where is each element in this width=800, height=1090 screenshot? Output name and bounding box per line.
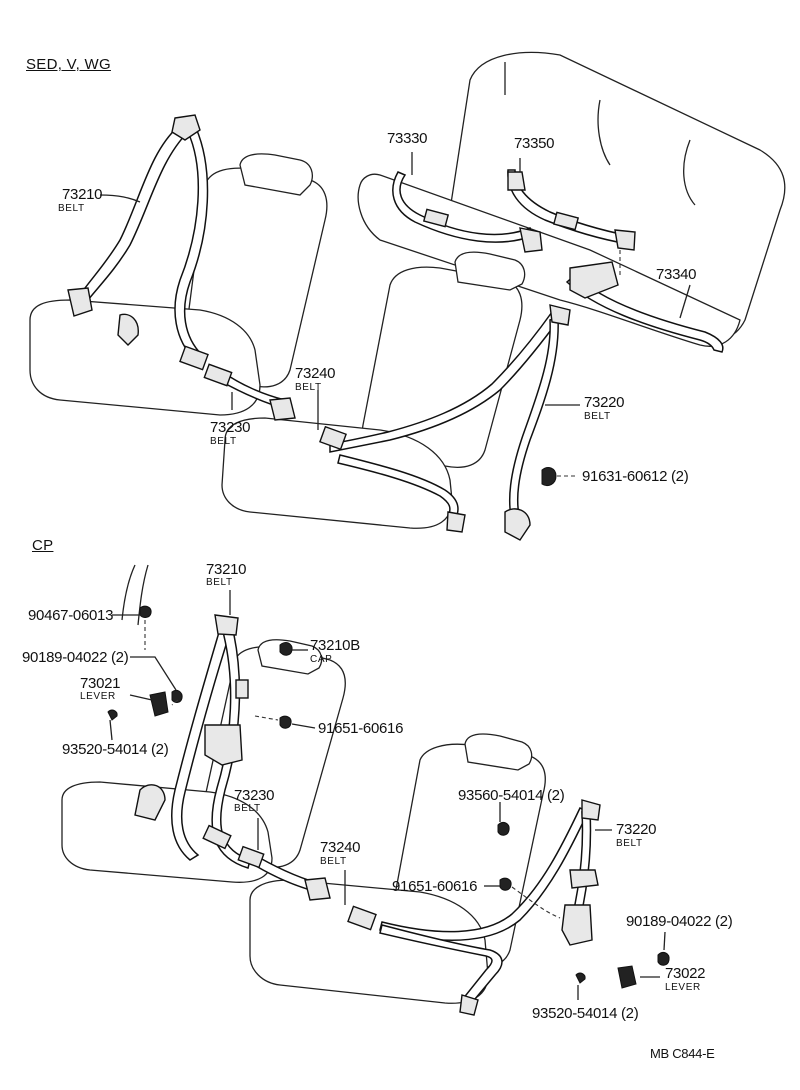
part-name-cp-73210b: CAP: [310, 654, 333, 665]
part-number-cp-91651-upper: 91651-60616: [318, 720, 404, 737]
part-number-cp-73240: 73240: [320, 839, 361, 856]
part-name-sed-73210: BELT: [58, 203, 85, 214]
leader-cp-93520-left: [109, 719, 113, 741]
cp-belt-73220: [237, 799, 670, 1016]
part-number-cp-93520-right: 93520-54014 (2): [532, 1005, 639, 1022]
part-number-sed-73220: 73220: [584, 394, 625, 411]
part-number-cp-93560: 93560-54014 (2): [458, 787, 565, 804]
leader-sed-73210: [99, 194, 141, 203]
part-number-sed-91631: 91631-60612 (2): [582, 468, 689, 485]
part-name-cp-73230: BELT: [234, 803, 261, 814]
leader-cp-90189-right: [663, 931, 666, 951]
part-number-sed-73210: 73210: [62, 186, 103, 203]
section-title-sed: SED, V, WG: [26, 56, 111, 73]
leader-cp-90189-left: [130, 656, 177, 691]
part-number-cp-73022: 73022: [665, 965, 706, 982]
sed-front-right-belt: [203, 304, 578, 541]
part-number-sed-73230: 73230: [210, 419, 251, 436]
front-left-seat: [29, 153, 328, 416]
leader-sed-73340: [679, 284, 691, 319]
diagram-code: MB C844-E: [650, 1046, 715, 1061]
part-number-sed-73340: 73340: [656, 266, 697, 283]
cp-belt-73210: [107, 605, 293, 869]
part-name-cp-73022: LEVER: [665, 982, 701, 993]
leader-cp-91651-upper: [291, 723, 316, 729]
part-number-cp-73210: 73210: [206, 561, 247, 578]
part-number-cp-73210b: 73210B: [310, 637, 360, 654]
part-number-cp-73220: 73220: [616, 821, 657, 838]
part-name-cp-73240: BELT: [320, 856, 347, 867]
part-number-cp-73021: 73021: [80, 675, 121, 692]
part-number-cp-90467: 90467-06013: [28, 607, 114, 624]
part-number-sed-73240: 73240: [295, 365, 336, 382]
part-number-cp-90189-left: 90189-04022 (2): [22, 649, 129, 666]
cp-right-seat: [249, 733, 546, 1004]
leader-cp-73021: [129, 694, 153, 701]
part-name-cp-73021: LEVER: [80, 691, 116, 702]
sed-belt-73210: [67, 114, 209, 371]
front-right-seat: [221, 251, 526, 529]
part-number-cp-91651-lower: 91651-60616: [392, 878, 478, 895]
part-name-sed-73230: BELT: [210, 436, 237, 447]
sed-rear-belts: [392, 169, 724, 353]
part-number-cp-73230: 73230: [234, 787, 275, 804]
rear-bench-seat: [357, 51, 786, 347]
part-number-sed-73350: 73350: [514, 135, 555, 152]
part-number-sed-73330: 73330: [387, 130, 428, 147]
part-name-sed-73220: BELT: [584, 411, 611, 422]
part-name-sed-73240: BELT: [295, 382, 322, 393]
part-number-cp-93520-left: 93520-54014 (2): [62, 741, 169, 758]
section-title-cp: CP: [32, 537, 54, 554]
part-number-cp-90189-right: 90189-04022 (2): [626, 913, 733, 930]
part-name-cp-73210: BELT: [206, 577, 233, 588]
part-name-cp-73220: BELT: [616, 838, 643, 849]
